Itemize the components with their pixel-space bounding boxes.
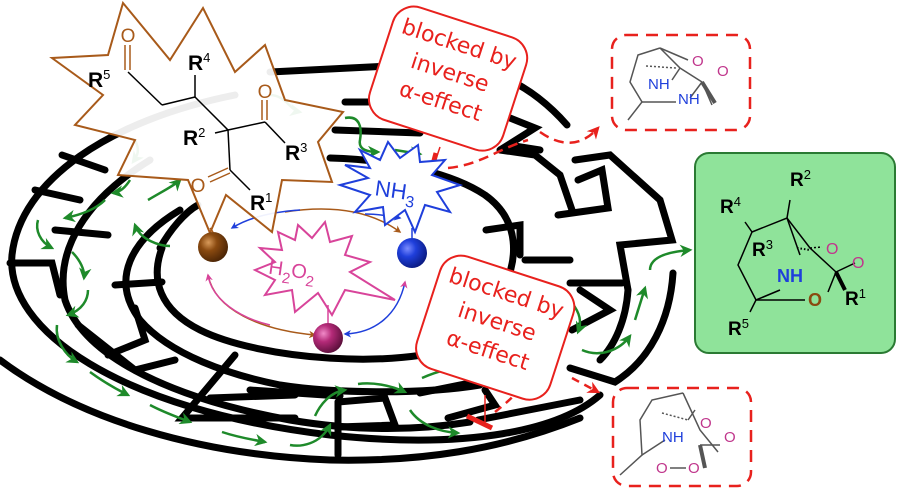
product-r4: R4 [720, 194, 741, 218]
product-o-ring: O [808, 290, 822, 310]
side-bottom-o-lower2: O [688, 460, 700, 477]
dashed-arrow-top [447, 138, 529, 170]
product-r3: R3 [752, 237, 773, 261]
product-box: R2 R4 R3 R1 R5 NH O O O [694, 152, 896, 354]
block-bar-bottom [465, 413, 494, 431]
h2o2-burst-outline [252, 219, 396, 317]
h2o2-label: H2O2 [266, 257, 316, 291]
reactant-r5: R5 [88, 67, 110, 92]
reactant-burst: O O O R5 R4 R2 R3 R1 [49, 0, 345, 236]
maze-radial [334, 394, 400, 431]
side-top-nh-upper: NH [648, 76, 670, 93]
path-arrow [313, 385, 348, 417]
product-nh: NH [777, 266, 803, 286]
maze-radial [58, 151, 109, 174]
blocked-callout-top: blocked by inverse α-effect [367, 5, 529, 152]
path-arrow [289, 422, 332, 447]
path-arrow [89, 370, 131, 397]
reactant-r4: R4 [188, 50, 210, 75]
path-arrow [110, 179, 132, 198]
path-arrow [62, 199, 106, 223]
arrow-nh3-h2o2 [343, 280, 408, 338]
path-arrow [581, 333, 632, 355]
maze-radial [444, 386, 501, 422]
nh3-burst: NH3 [336, 140, 464, 235]
reactant-ball [198, 232, 228, 262]
maze-radial [566, 269, 677, 386]
reactant-burst-outline [49, 0, 345, 236]
product-box-bg [694, 152, 896, 354]
reactant-r2: R2 [183, 125, 205, 150]
maze [0, 58, 677, 464]
maze-wall-ring3-top [331, 126, 424, 137]
nh3-ball [397, 238, 427, 268]
path-arrow [357, 382, 408, 394]
maze-radial [496, 146, 576, 214]
reactant-r1: R1 [250, 190, 272, 215]
path-arrow [221, 430, 268, 447]
side-product-top: NH NH O O [610, 33, 752, 132]
reactant-r3: R3 [285, 140, 307, 165]
path-arrow [35, 219, 55, 250]
maze-radial [571, 151, 677, 294]
path-arrow [132, 222, 171, 248]
side-bottom-nh: NH [662, 429, 684, 446]
carbonyl-oxygen: O [191, 176, 206, 197]
dashed-arrow-bottom-2 [571, 376, 601, 394]
side-bottom-o-upper2: O [724, 429, 736, 446]
product-o-peroxide1: O [826, 241, 838, 258]
side-top-nh-lower: NH [678, 91, 700, 108]
side-top-o1: O [692, 53, 704, 70]
path-arrow [55, 324, 80, 364]
maze-radial [482, 220, 524, 259]
maze-radial [6, 259, 64, 299]
nh3-label: NH3 [373, 175, 418, 211]
maze-radial [246, 386, 344, 400]
carbonyl-oxygen: O [121, 26, 136, 47]
side-product-bottom: NH O O O O [611, 386, 753, 488]
reactant-ball-tether [209, 227, 214, 233]
path-arrow [147, 178, 182, 202]
side-product-top-box [610, 33, 752, 132]
side-bottom-o-upper1: O [700, 415, 712, 432]
maze-wall-ring2-right [474, 396, 584, 424]
maze-wall-ring3 [122, 206, 484, 396]
product-r5: R5 [728, 316, 749, 340]
maze-radial [104, 304, 150, 359]
product-o-peroxide2: O [852, 255, 864, 272]
nh3-burst-outline [336, 140, 464, 235]
maze-radial [0, 356, 584, 464]
maze-radial [596, 286, 632, 364]
carbonyl-oxygen: O [258, 82, 273, 103]
h2o2-ball [313, 323, 343, 353]
dashed-arrow-top-2 [539, 126, 600, 144]
h2o2-burst: H2O2 [252, 219, 396, 317]
path-arrow [633, 285, 648, 321]
maze-radial [111, 278, 166, 289]
maze-radial [51, 226, 112, 239]
blocked-callout-bottom: blocked by inverse α-effect [415, 254, 576, 401]
path-arrow [65, 289, 90, 318]
maze-radial [31, 186, 84, 204]
path-arrow [344, 116, 381, 159]
path-arrow [149, 403, 193, 425]
product-r1: R1 [845, 286, 866, 310]
product-r2: R2 [790, 167, 811, 191]
reactant-carbonyl-bonds [124, 45, 268, 183]
maze-wall-inner-left [156, 201, 202, 252]
maze-radial [554, 165, 613, 219]
side-product-bottom-box [611, 386, 753, 488]
side-bottom-o-lower1: O [656, 460, 668, 477]
maze-radial [74, 321, 179, 374]
path-arrow [408, 409, 461, 439]
reactant-bonds [127, 71, 286, 191]
side-top-o2: O [717, 63, 729, 80]
path-arrow [71, 251, 92, 281]
arrow-h2o2-reactant [207, 274, 271, 326]
maze-radial [498, 114, 544, 154]
path-arrow [648, 244, 693, 271]
maze-radial [416, 379, 474, 397]
